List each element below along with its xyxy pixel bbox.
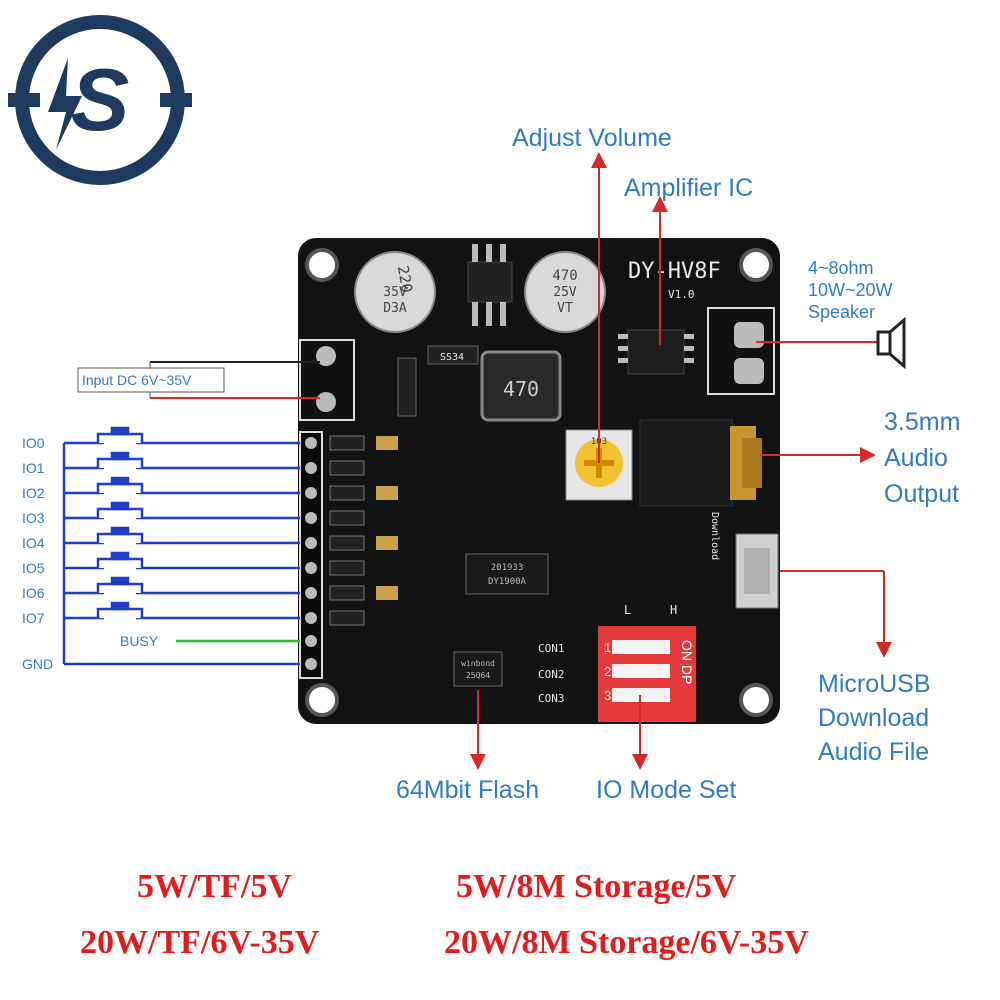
svg-text:201933: 201933 — [491, 563, 524, 573]
transistor-column — [329, 435, 398, 626]
variant-5w-tf: 5W/TF/5V — [137, 868, 292, 905]
io-mode-label: IO Mode Set — [596, 776, 736, 804]
io-wiring — [62, 441, 300, 666]
svg-text:H: H — [670, 603, 677, 617]
speaker-spec-2: 10W~20W — [808, 280, 893, 300]
busy-label: BUSY — [120, 633, 159, 649]
pcb-board: 220 35V D3A 470 25V VT DY-HV8F V1.0 — [298, 238, 780, 724]
svg-text:CON3: CON3 — [538, 692, 565, 705]
svg-text:SS34: SS34 — [440, 352, 464, 363]
svg-text:25Q64: 25Q64 — [466, 671, 490, 680]
microusb-label-3: Audio File — [818, 738, 929, 766]
svg-text:CON1: CON1 — [538, 642, 565, 655]
svg-text:CON2: CON2 — [538, 668, 565, 681]
mount-hole-icon — [739, 683, 773, 717]
gnd-label: GND — [22, 656, 53, 672]
main-chip: 201933 DY1900A — [465, 553, 549, 595]
svg-text:2: 2 — [604, 664, 611, 679]
board-model: DY-HV8F — [628, 259, 721, 284]
board-version: V1.0 — [668, 288, 695, 301]
regulator-chip — [467, 261, 513, 303]
svg-text:3: 3 — [604, 688, 611, 703]
svg-text:25V: 25V — [553, 285, 577, 300]
brand-logo: S — [8, 15, 192, 185]
lightning-icon — [48, 58, 82, 150]
capacitor-470: 470 25V VT — [524, 251, 606, 333]
io-label: IO3 — [22, 510, 45, 526]
svg-text:Download: Download — [709, 512, 720, 560]
io-label: IO7 — [22, 610, 45, 626]
microusb-label-1: MicroUSB — [818, 670, 931, 698]
pin-header — [299, 431, 323, 679]
speaker-spec-1: 4~8ohm — [808, 258, 874, 278]
io-label: IO4 — [22, 535, 45, 551]
mount-hole-icon — [305, 683, 339, 717]
io-label: IO2 — [22, 485, 45, 501]
amplifier-ic-label: Amplifier IC — [624, 174, 753, 202]
svg-text:DY1900A: DY1900A — [488, 577, 527, 587]
variant-5w-8m: 5W/8M Storage/5V — [456, 868, 737, 905]
flash-label: 64Mbit Flash — [396, 776, 539, 804]
svg-text:35V: 35V — [383, 285, 407, 300]
svg-text:220: 220 — [394, 264, 416, 294]
amplifier-chip — [627, 329, 685, 375]
io-label: IO6 — [22, 585, 45, 601]
inductor — [480, 350, 562, 422]
callout-arrows — [470, 152, 892, 770]
variant-20w-8m: 20W/8M Storage/6V-35V — [444, 924, 809, 961]
microusb-label-2: Download — [818, 704, 929, 732]
speaker-icon — [876, 316, 906, 370]
capacitor-220: 220 35V D3A — [354, 251, 436, 333]
io-label: IO5 — [22, 560, 45, 576]
svg-text:VT: VT — [557, 301, 573, 316]
audio-jack — [639, 419, 733, 507]
input-dc-label: Input DC 6V~35V — [82, 372, 192, 388]
svg-text:L: L — [624, 603, 631, 617]
svg-text:winbond: winbond — [461, 659, 495, 668]
mount-hole-icon — [305, 248, 339, 282]
audio-output-2: Audio — [884, 444, 948, 472]
svg-text:470: 470 — [552, 268, 577, 284]
dip-switch[interactable]: ON DP 1 2 3 — [598, 626, 696, 722]
mount-hole-icon — [739, 248, 773, 282]
adjust-volume-label: Adjust Volume — [512, 124, 672, 152]
flash-chip: winbond 25Q64 — [453, 651, 503, 687]
svg-text:ON DP: ON DP — [679, 640, 695, 684]
svg-text:470: 470 — [503, 377, 539, 401]
svg-text:1: 1 — [604, 640, 611, 655]
io-label: IO1 — [22, 460, 45, 476]
input-dc-callout: Input DC 6V~35V — [77, 361, 320, 399]
variant-20w-tf: 20W/TF/6V-35V — [80, 924, 320, 961]
audio-output-3: Output — [884, 480, 959, 508]
io-label: IO0 — [22, 435, 45, 451]
svg-text:D3A: D3A — [383, 301, 407, 316]
logo-text: S — [71, 50, 130, 149]
audio-output-1: 3.5mm — [884, 408, 960, 436]
speaker-spec-3: Speaker — [808, 302, 875, 322]
